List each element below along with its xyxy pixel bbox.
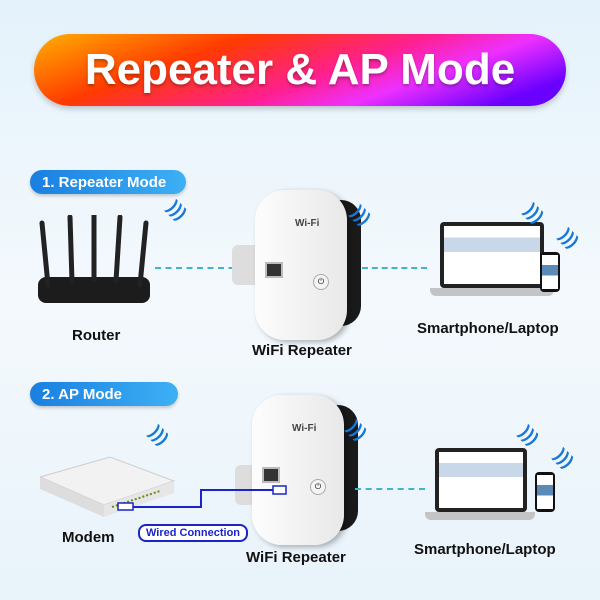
repeater-label: WiFi Repeater	[252, 342, 352, 359]
title-banner: Repeater & AP Mode	[34, 34, 566, 106]
laptop-image	[425, 448, 535, 520]
repeater-label: WiFi Repeater	[246, 549, 346, 566]
wifi-signal-icon: )))	[515, 421, 543, 449]
wifi-signal-icon: )))	[343, 416, 371, 444]
ethernet-port	[262, 467, 280, 483]
wireless-link	[155, 267, 245, 269]
wifi-signal-icon: )))	[550, 444, 578, 472]
ethernet-cable	[117, 485, 287, 511]
wps-button: ⏻	[310, 479, 326, 495]
device-logo: Wi-Fi	[295, 218, 320, 229]
wireless-link	[355, 488, 425, 490]
wps-button: ⏻	[313, 274, 329, 290]
wireless-link	[362, 267, 427, 269]
wifi-signal-icon: )))	[347, 201, 375, 229]
client-label: Smartphone/Laptop	[417, 320, 559, 337]
page-title: Repeater & AP Mode	[84, 45, 516, 94]
router-label: Router	[72, 327, 121, 344]
smartphone-image	[540, 252, 560, 292]
wifi-signal-icon: )))	[555, 224, 583, 252]
modem-label: Modem	[62, 529, 115, 546]
section-heading-repeater: 1. Repeater Mode	[30, 170, 186, 194]
router-image	[38, 215, 150, 303]
wifi-signal-icon: )))	[163, 196, 191, 224]
client-label: Smartphone/Laptop	[414, 541, 556, 558]
ethernet-port	[265, 262, 283, 278]
section-heading-ap: 2. AP Mode	[30, 382, 178, 406]
laptop-image	[430, 222, 554, 296]
device-logo: Wi-Fi	[292, 423, 317, 434]
wired-connection-label: Wired Connection	[138, 524, 249, 542]
wifi-repeater-image: Wi-Fi ⏻	[255, 190, 361, 340]
wifi-signal-icon: )))	[145, 421, 173, 449]
wifi-repeater-image: Wi-Fi ⏻	[252, 395, 358, 545]
smartphone-image	[535, 472, 555, 512]
